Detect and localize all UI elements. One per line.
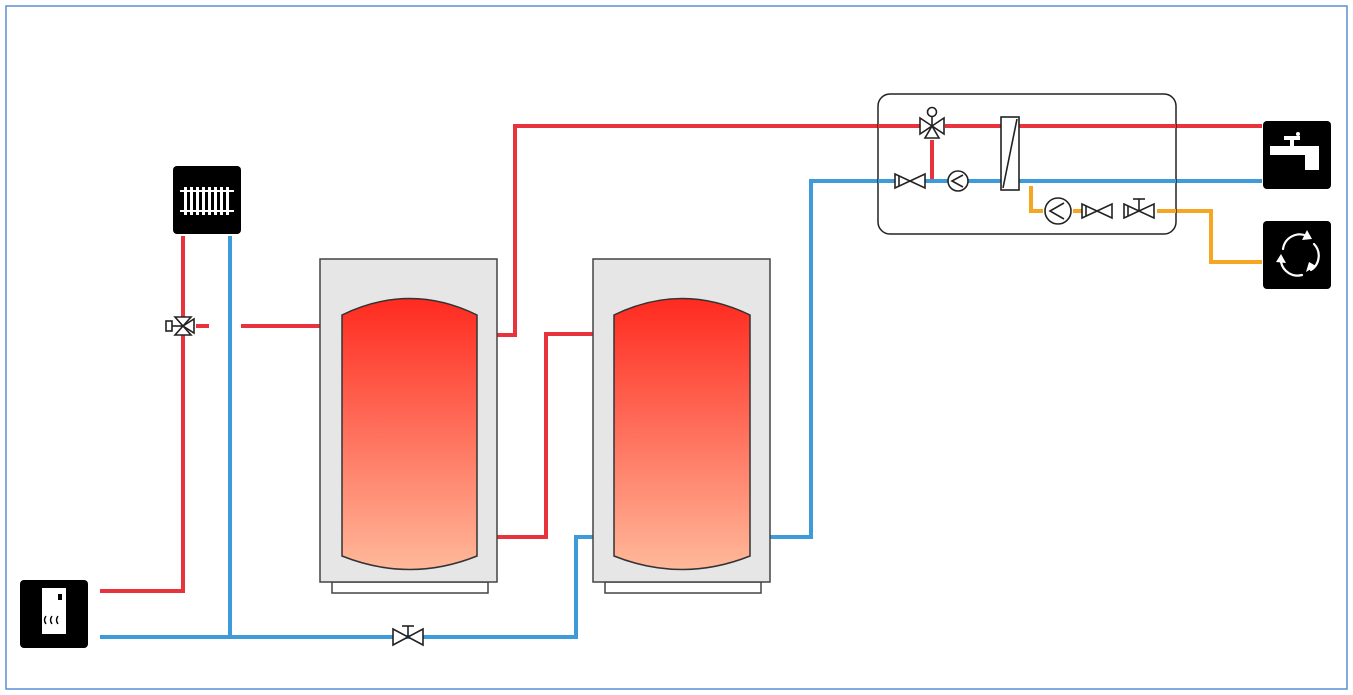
circulation-gate-valve-icon[interactable] [1123, 198, 1155, 220]
fresh-water-station[interactable] [877, 93, 1177, 235]
circulation-pump-icon[interactable] [1044, 197, 1072, 225]
tank1-tank2-link-pipe [477, 332, 614, 539]
tank-base [604, 581, 762, 594]
tank2-to-station-cold-pipe [750, 179, 895, 539]
pipes [100, 124, 1262, 639]
tank-base [331, 581, 489, 594]
tap-icon[interactable] [1263, 121, 1331, 189]
buffer-tank-1[interactable] [319, 258, 498, 594]
boiler-icon[interactable] [20, 580, 88, 648]
check-valve-icon[interactable] [1081, 202, 1113, 220]
tank-vessel [613, 297, 751, 571]
tank-vessel [341, 297, 478, 571]
boiler-flow-pipe [100, 236, 185, 593]
circulation-return-pipe [1157, 209, 1262, 264]
thermostatic-valve-icon[interactable] [919, 106, 945, 139]
radiator-icon[interactable] [173, 166, 241, 234]
station-housing [877, 93, 1177, 235]
circulation-icon[interactable] [1263, 221, 1331, 289]
gate-valve-icon[interactable] [392, 625, 424, 647]
pump-icon[interactable] [947, 170, 969, 192]
buffer-tank-2[interactable] [592, 258, 771, 594]
three-way-valve-icon[interactable] [165, 316, 195, 336]
heat-exchanger-icon [1000, 116, 1020, 191]
shutoff-valve-icon[interactable] [894, 172, 926, 190]
